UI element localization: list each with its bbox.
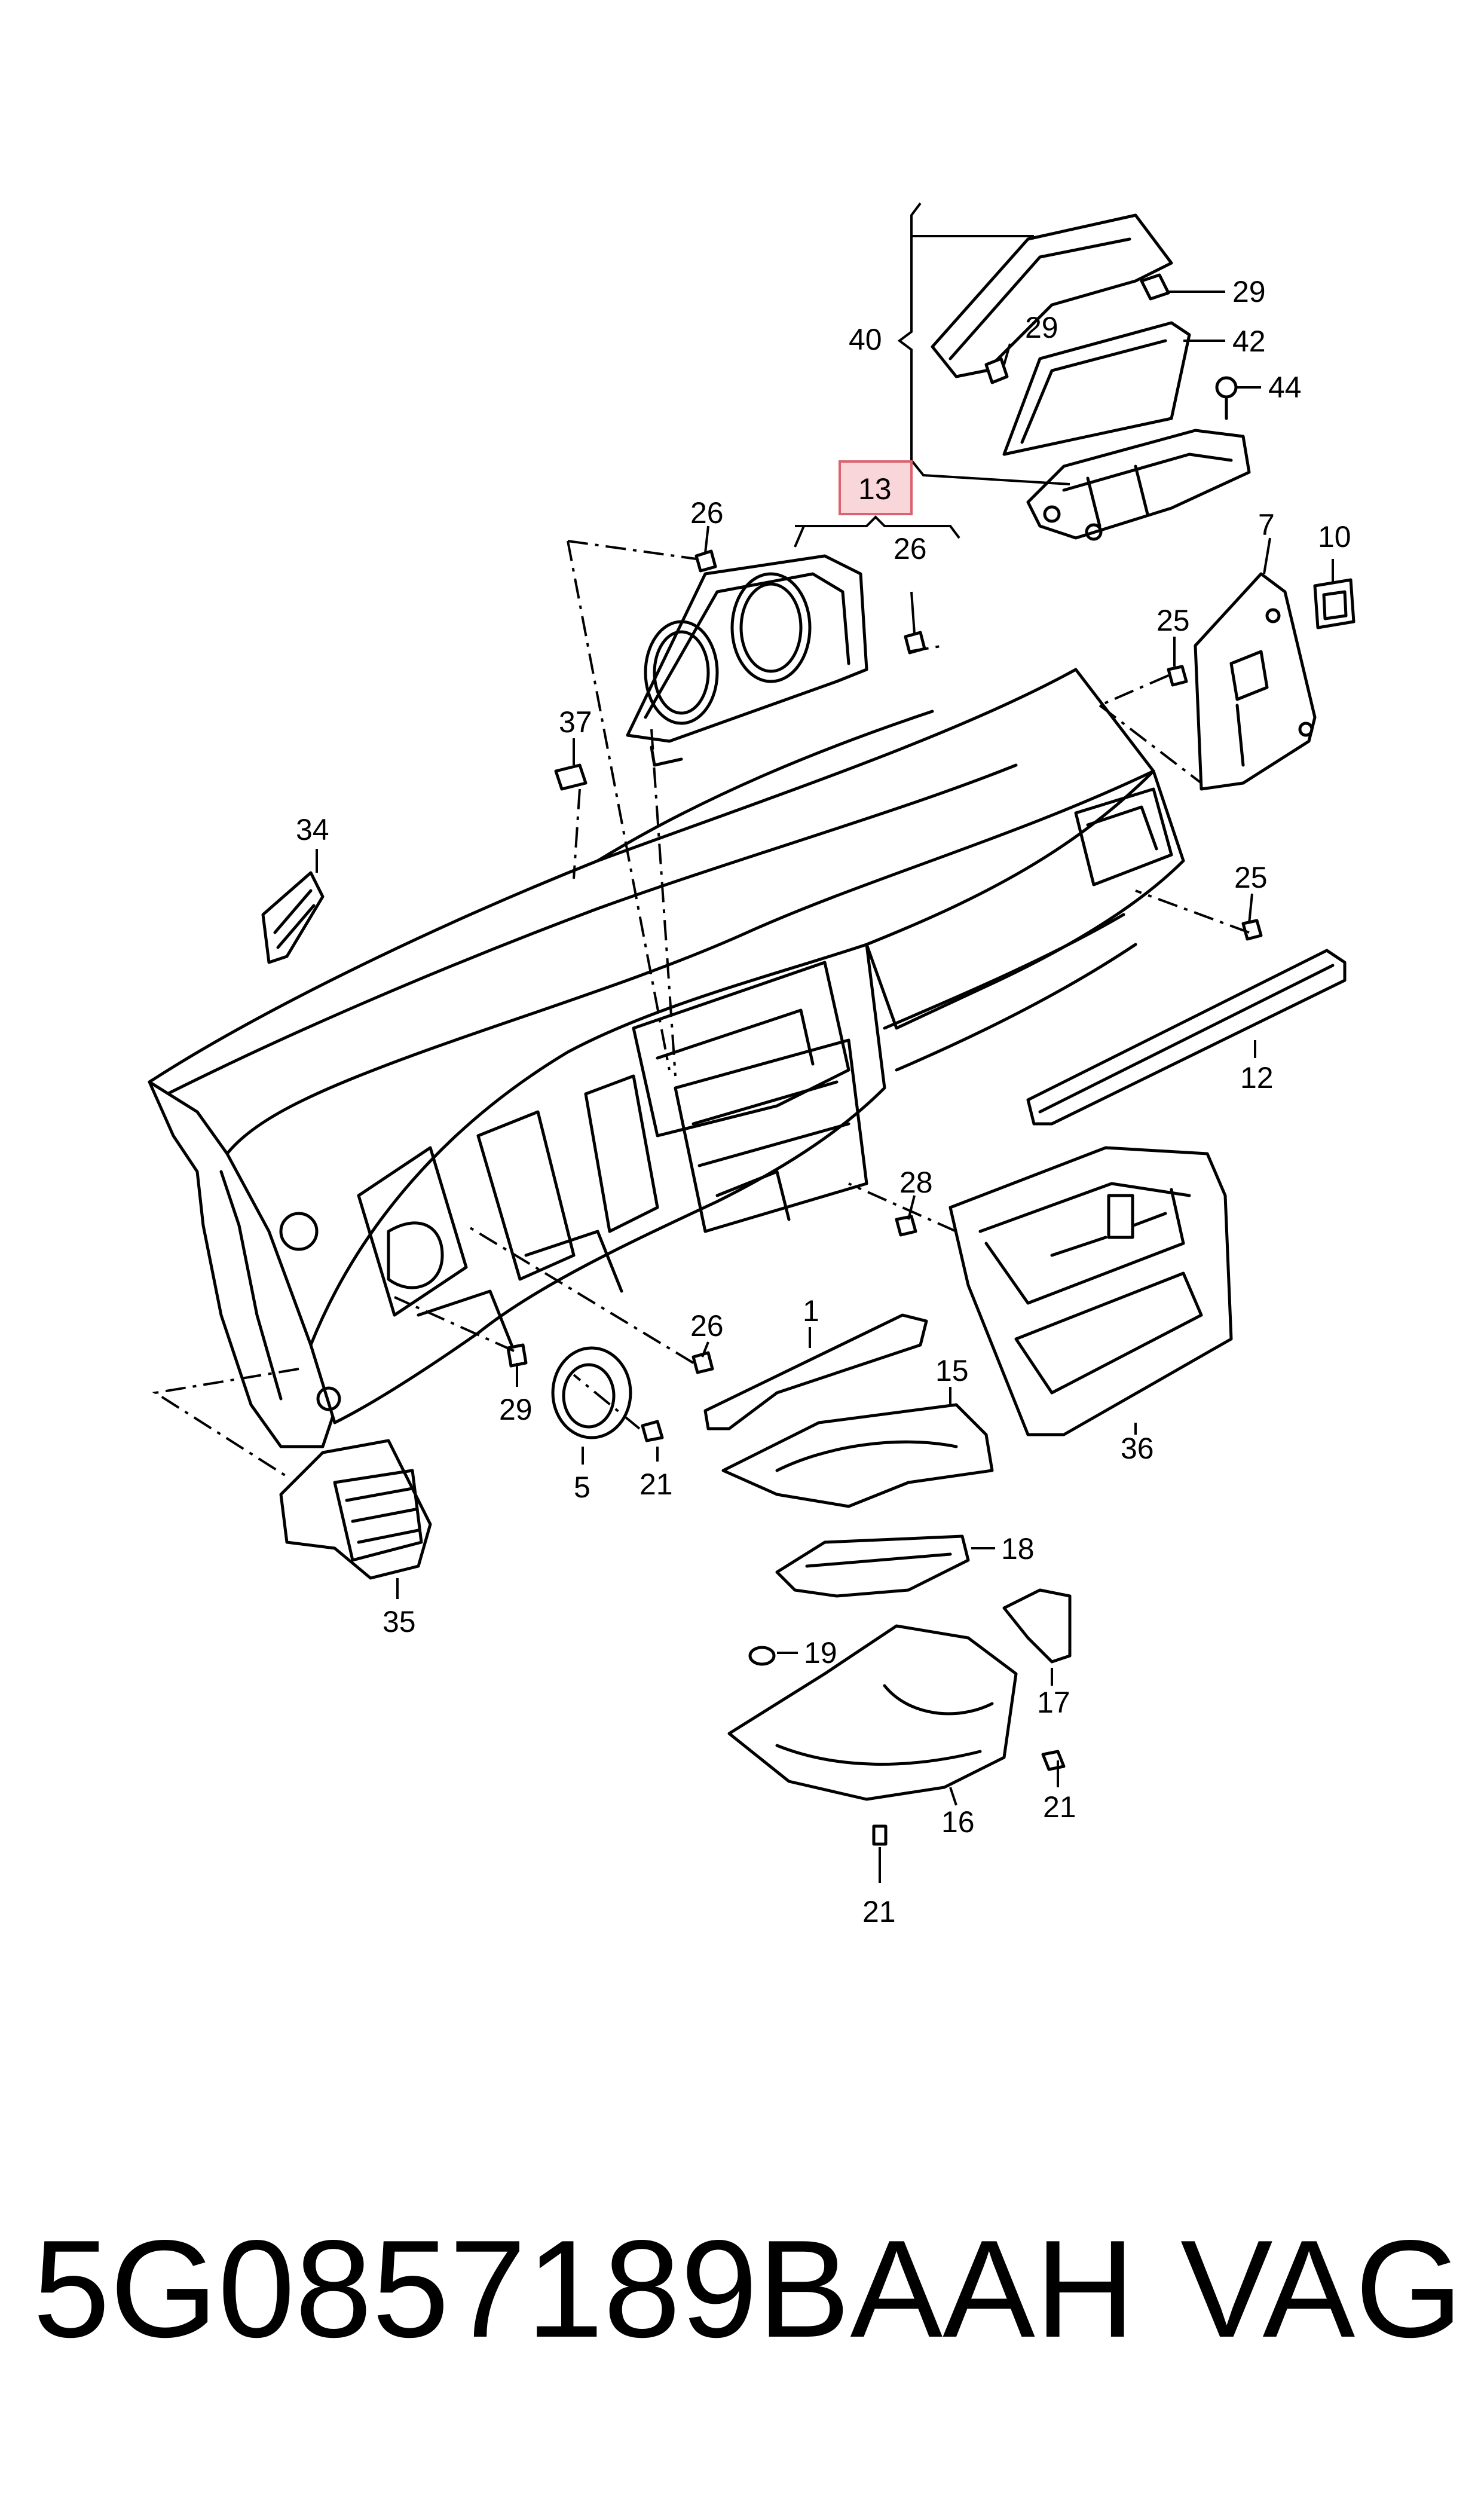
callout-35: 35 — [383, 1605, 416, 1638]
callout-25-side: 25 — [1156, 604, 1190, 637]
callout-labels: 40 29 29 42 44 13 26 26 7 10 25 37 34 25… — [296, 275, 1351, 1928]
callout-1: 1 — [803, 1294, 819, 1328]
center-vent-bezel — [948, 1146, 1233, 1436]
callout-44: 44 — [1268, 371, 1302, 404]
vent-ring — [551, 1346, 632, 1439]
callout-34: 34 — [296, 813, 329, 846]
callout-15: 15 — [935, 1354, 969, 1387]
callout-29-top: 29 — [1232, 275, 1266, 308]
steering-column-trim — [641, 1313, 1072, 1846]
callout-29-lower: 29 — [499, 1393, 533, 1426]
side-trim-panel — [1194, 572, 1356, 791]
left-side-vent — [279, 1439, 432, 1580]
display-hood — [931, 213, 1251, 541]
left-corner-vent — [261, 871, 325, 964]
callout-26-cluster-right: 26 — [894, 532, 927, 565]
callout-21-ring: 21 — [640, 1468, 673, 1501]
instrument-cluster-housing — [626, 554, 868, 767]
footer-caption: 5G0857189BAAH VAG — [33, 2212, 1463, 2367]
callout-29-hood: 29 — [1025, 311, 1058, 344]
callout-26-cluster-left: 26 — [690, 496, 724, 530]
callout-36: 36 — [1121, 1432, 1154, 1465]
callout-16: 16 — [941, 1805, 975, 1839]
callout-42: 42 — [1232, 325, 1266, 358]
callout-13: 13 — [858, 472, 892, 506]
callout-18: 18 — [1001, 1532, 1035, 1566]
reference-lines — [152, 540, 1250, 1478]
trim-strip — [1026, 949, 1347, 1126]
callout-17: 17 — [1037, 1686, 1070, 1719]
clips — [506, 549, 1263, 1374]
leader-lines — [316, 202, 1334, 1883]
callout-12: 12 — [1240, 1061, 1274, 1095]
callout-37: 37 — [559, 705, 592, 739]
callout-10: 10 — [1318, 520, 1351, 554]
callout-19: 19 — [804, 1636, 837, 1670]
callout-7: 7 — [1258, 508, 1275, 542]
callout-21-bottom: 21 — [862, 1895, 896, 1928]
callout-13-highlight — [839, 460, 913, 515]
callout-21-right: 21 — [1043, 1790, 1076, 1824]
callout-40: 40 — [849, 323, 882, 356]
part-number: 5G0857189BAAH — [33, 2212, 1136, 2367]
callout-28: 28 — [899, 1166, 933, 1199]
callout-26-lower: 26 — [690, 1309, 724, 1343]
dashboard-panel — [148, 668, 1185, 1448]
callout-5: 5 — [574, 1471, 590, 1504]
brand-label: VAG — [1180, 2212, 1463, 2367]
callout-25-strip: 25 — [1234, 861, 1268, 894]
